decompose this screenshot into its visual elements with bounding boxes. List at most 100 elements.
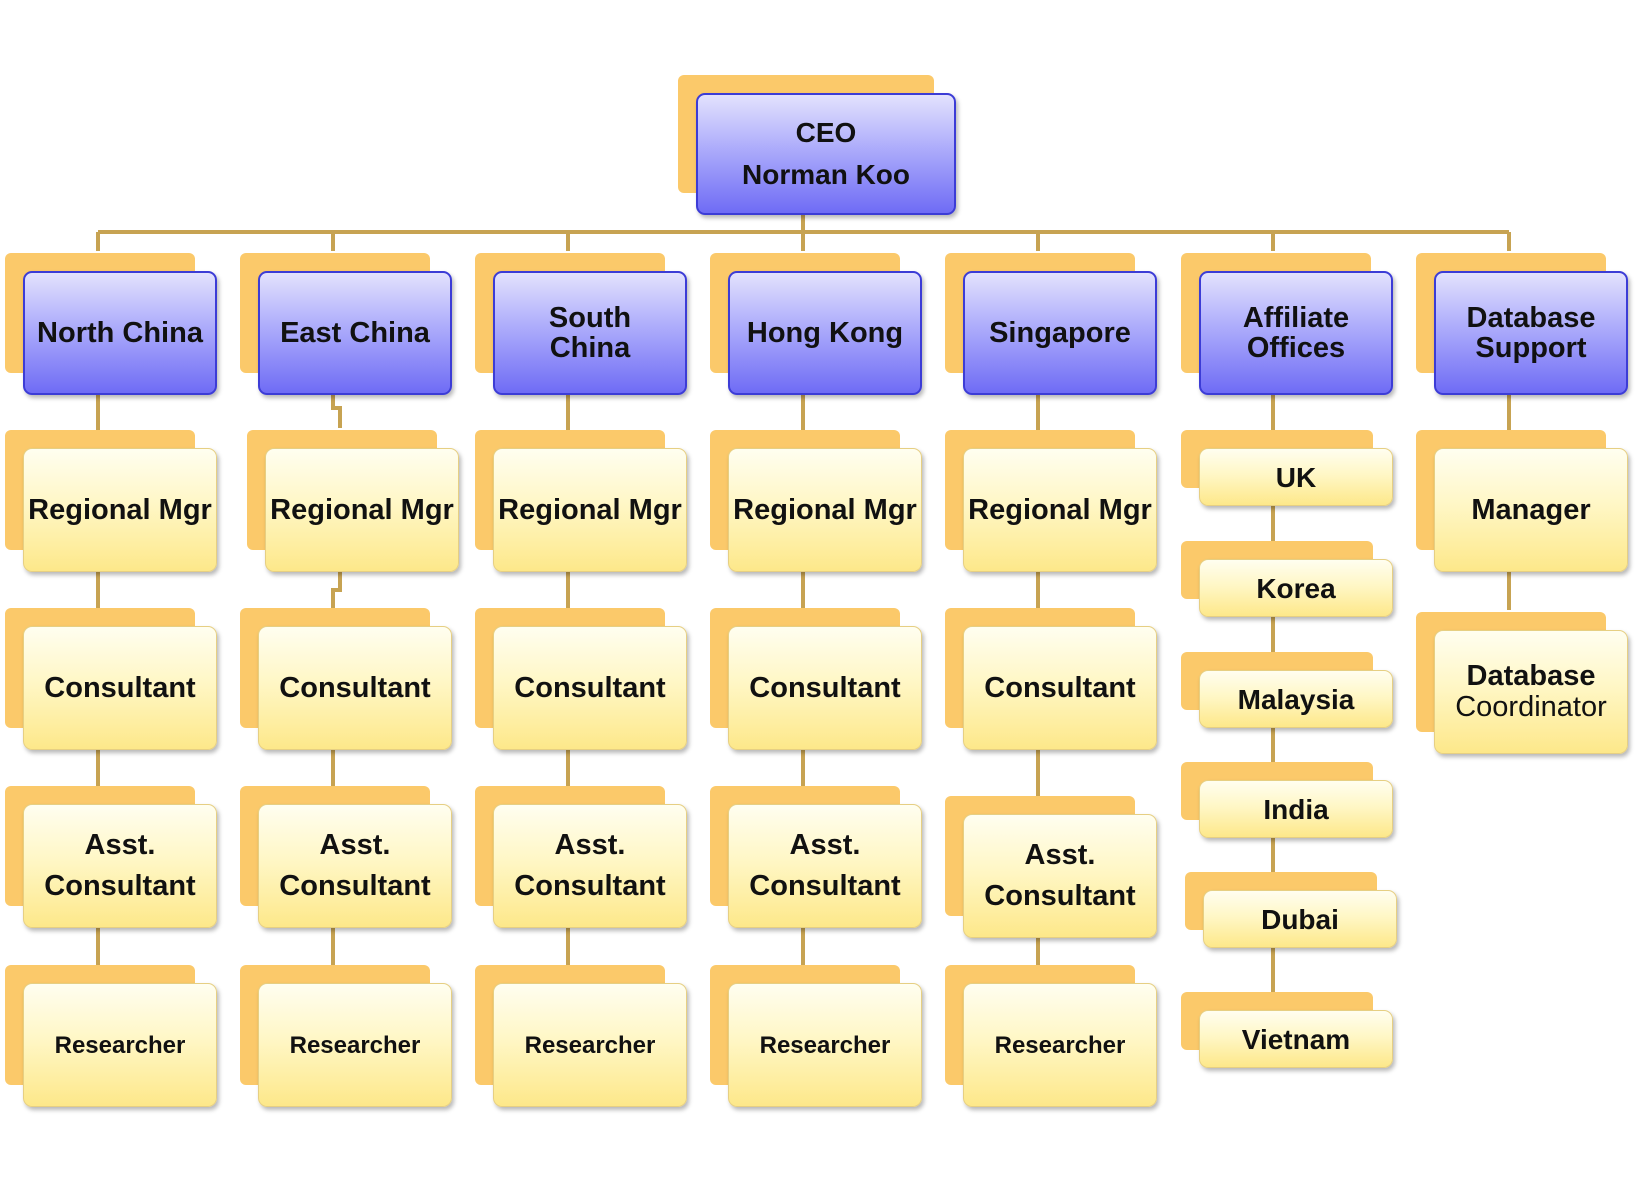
box-face: Hong Kong [728, 271, 922, 395]
asst-consultant-box: Asst. Consultant [5, 786, 217, 928]
researcher-box: Researcher [5, 965, 217, 1107]
consultant-box: Consultant [240, 608, 452, 750]
manager-box: Manager [1416, 430, 1628, 572]
asst-consultant-box: Asst. Consultant [475, 786, 687, 928]
box-face: Database Support [1434, 271, 1628, 395]
box-face: Regional Mgr [23, 448, 217, 572]
box-face: Consultant [728, 626, 922, 750]
box-face: Regional Mgr [493, 448, 687, 572]
regional-mgr-box: Regional Mgr [247, 430, 459, 572]
department-box-hong-kong: Hong Kong [710, 253, 922, 395]
box-face: Consultant [493, 626, 687, 750]
office-label: Malaysia [1237, 683, 1355, 715]
box-face: Consultant [258, 626, 452, 750]
asst-consultant-box: Asst. Consultant [710, 786, 922, 928]
role-label-line2: Coordinator [1455, 691, 1607, 723]
office-label: UK [1275, 461, 1317, 493]
box-face: Asst. Consultant [23, 804, 217, 928]
consultant-box: Consultant [5, 608, 217, 750]
department-label: Hong Kong [746, 316, 904, 349]
box-face: UK [1199, 448, 1393, 506]
box-face: South China [493, 271, 687, 395]
role-label: Consultant [984, 671, 1136, 704]
researcher-box: Researcher [945, 965, 1157, 1107]
box-face: Researcher [728, 983, 922, 1107]
box-face: Researcher [493, 983, 687, 1107]
regional-mgr-box: Regional Mgr [5, 430, 217, 572]
role-label-line1: Asst. [789, 829, 861, 861]
role-label: Researcher [524, 1031, 656, 1059]
ceo-title: CEO [795, 117, 857, 148]
connector-column-east-china [331, 395, 342, 965]
researcher-box: Researcher [475, 965, 687, 1107]
box-face: Regional Mgr [265, 448, 459, 572]
role-label: Consultant [279, 671, 431, 704]
box-face: India [1199, 780, 1393, 838]
box-face: Consultant [963, 626, 1157, 750]
box-face: Malaysia [1199, 670, 1393, 728]
department-box-database-support: Database Support [1416, 253, 1628, 395]
consultant-box: Consultant [710, 608, 922, 750]
department-label: Database Support [1466, 302, 1596, 364]
researcher-box: Researcher [240, 965, 452, 1107]
ceo-name: Norman Koo [742, 159, 910, 190]
department-label: North China [37, 316, 203, 349]
regional-mgr-box: Regional Mgr [710, 430, 922, 572]
box-face: Asst. Consultant [493, 804, 687, 928]
office-label: Korea [1256, 572, 1336, 604]
department-box-north-china: North China [5, 253, 217, 395]
ceo-box: CEO Norman Koo [678, 75, 956, 215]
role-label: Regional Mgr [498, 493, 682, 526]
department-box-south-china: South China [475, 253, 687, 395]
department-label: Singapore [989, 316, 1131, 349]
role-label: Researcher [994, 1031, 1126, 1059]
consultant-box: Consultant [475, 608, 687, 750]
role-label-line2: Consultant [279, 870, 431, 902]
department-box-singapore: Singapore [945, 253, 1157, 395]
role-label: Researcher [289, 1031, 421, 1059]
asst-consultant-box: Asst. Consultant [945, 796, 1157, 938]
affiliate-office-box: Dubai [1185, 872, 1397, 948]
box-face: Affiliate Offices [1199, 271, 1393, 395]
box-face: North China [23, 271, 217, 395]
role-label-line1: Asst. [554, 829, 626, 861]
role-label: Manager [1471, 493, 1591, 526]
office-label: Dubai [1261, 903, 1339, 935]
role-label-line2: Consultant [514, 870, 666, 902]
role-label-line2: Consultant [749, 870, 901, 902]
department-label: South China [548, 302, 632, 364]
consultant-box: Consultant [945, 608, 1157, 750]
box-face: Regional Mgr [728, 448, 922, 572]
department-box-affiliate-offices: Affiliate Offices [1181, 253, 1393, 395]
role-label-line1: Asst. [84, 829, 156, 861]
regional-mgr-box: Regional Mgr [945, 430, 1157, 572]
affiliate-office-box: Malaysia [1181, 652, 1393, 728]
role-label: Consultant [514, 671, 666, 704]
role-label: Regional Mgr [968, 493, 1152, 526]
department-label: East China [280, 316, 430, 349]
role-label: Regional Mgr [270, 493, 454, 526]
box-face: Researcher [258, 983, 452, 1107]
affiliate-office-box: Korea [1181, 541, 1393, 617]
role-label: Regional Mgr [28, 493, 212, 526]
box-face: Singapore [963, 271, 1157, 395]
role-label-line1: Asst. [1024, 839, 1096, 871]
role-label-line2: Consultant [984, 880, 1136, 912]
box-face: Korea [1199, 559, 1393, 617]
box-face: Asst.Consultant [258, 804, 452, 928]
box-face: Researcher [963, 983, 1157, 1107]
office-label: Vietnam [1241, 1023, 1351, 1055]
affiliate-office-box: Vietnam [1181, 992, 1393, 1068]
role-label-line2: Consultant [44, 870, 196, 902]
box-face: Asst. Consultant [963, 814, 1157, 938]
researcher-box: Researcher [710, 965, 922, 1107]
affiliate-office-box: UK [1181, 430, 1393, 506]
box-face: Vietnam [1199, 1010, 1393, 1068]
department-label: Affiliate Offices [1242, 302, 1350, 364]
box-face: Manager [1434, 448, 1628, 572]
role-label: Regional Mgr [733, 493, 917, 526]
box-face: Regional Mgr [963, 448, 1157, 572]
